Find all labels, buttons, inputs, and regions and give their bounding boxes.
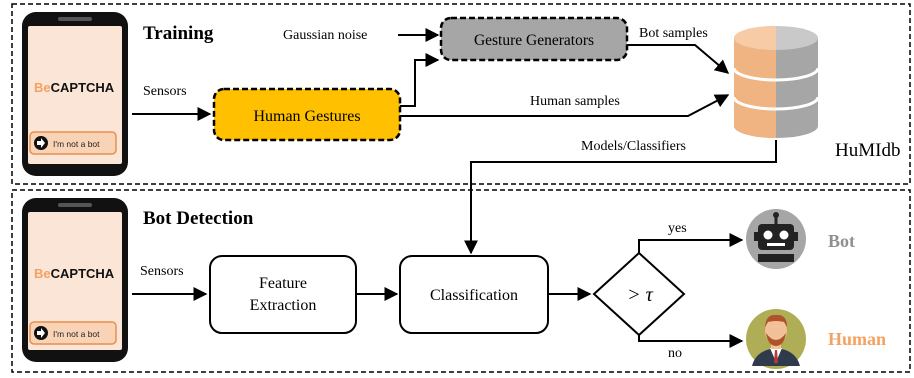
bot-detection-panel bbox=[11, 189, 911, 373]
bot-result-label: Bot bbox=[828, 231, 855, 251]
not-a-bot-button[interactable]: I'm not a bot bbox=[29, 131, 117, 155]
sensors-label-training: Sensors bbox=[143, 84, 187, 99]
arrow-right-icon bbox=[37, 328, 45, 338]
brand-logo: BeCAPTCHA bbox=[34, 266, 115, 281]
yes-arrow bbox=[638, 233, 744, 253]
robot-icon bbox=[746, 209, 806, 269]
human-result-label: Human bbox=[828, 329, 886, 349]
training-panel bbox=[11, 3, 911, 185]
training-phone: BeCAPTCHA I'm not a bot bbox=[22, 12, 128, 176]
svg-text:I'm not a bot: I'm not a bot bbox=[53, 329, 100, 339]
gaussian-noise-label: Gaussian noise bbox=[283, 28, 367, 43]
gesture-generators-label: Gesture Generators bbox=[474, 32, 594, 49]
human-gestures-label: Human Gestures bbox=[253, 108, 360, 125]
detection-phone: BeCAPTCHA I'm not a bot bbox=[22, 198, 128, 362]
bot-samples-label: Bot samples bbox=[639, 26, 708, 41]
brand-logo: BeCAPTCHA bbox=[34, 80, 115, 95]
svg-text:I'm not a bot: I'm not a bot bbox=[53, 139, 100, 149]
models-classifiers-label: Models/Classifiers bbox=[581, 139, 686, 154]
sensors-label-detection: Sensors bbox=[140, 264, 184, 279]
training-title: Training bbox=[143, 23, 214, 44]
human-avatar-icon bbox=[746, 309, 806, 369]
gestures-to-generators-arrow bbox=[400, 53, 440, 107]
feature-extraction-line2: Extraction bbox=[250, 297, 317, 314]
humidb-database-icon bbox=[732, 26, 820, 138]
human-samples-label: Human samples bbox=[530, 94, 620, 109]
threshold-label: > τ bbox=[627, 284, 653, 306]
not-a-bot-button[interactable]: I'm not a bot bbox=[29, 321, 117, 345]
human-gestures-box bbox=[212, 87, 402, 142]
gesture-generators-box bbox=[439, 16, 629, 62]
bot-detection-title: Bot Detection bbox=[143, 208, 254, 229]
humidb-label: HuMIdb bbox=[835, 140, 900, 161]
feature-extraction-box bbox=[209, 255, 357, 334]
yes-label: yes bbox=[668, 221, 687, 236]
human-samples-arrow bbox=[400, 94, 730, 117]
no-arrow bbox=[638, 334, 744, 348]
no-label: no bbox=[668, 346, 682, 361]
feature-extraction-line1: Feature bbox=[259, 275, 307, 292]
classification-label: Classification bbox=[430, 287, 518, 304]
models-to-classification-arrow bbox=[464, 140, 777, 255]
bot-samples-arrow bbox=[627, 44, 730, 74]
arrow-right-icon bbox=[37, 138, 45, 148]
